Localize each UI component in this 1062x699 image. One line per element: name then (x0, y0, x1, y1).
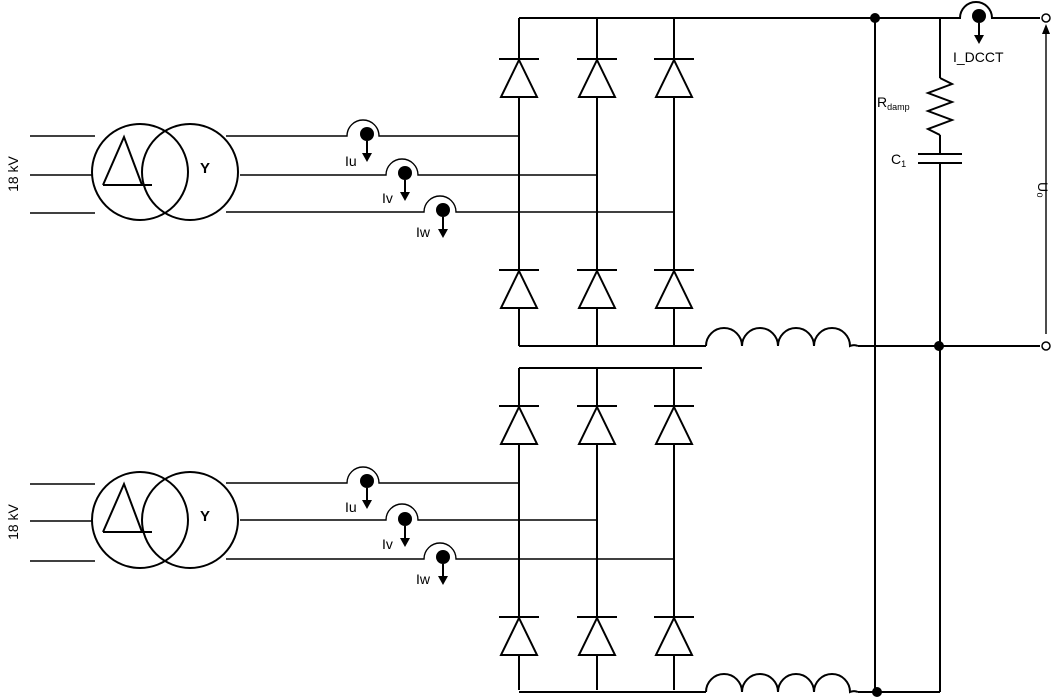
junction-dot (872, 687, 882, 697)
bottom-diode-upper-3 (654, 404, 694, 445)
top-iu-sensor (360, 127, 374, 162)
top-diode-upper-2 (577, 57, 617, 98)
bottom-iu-sensor (360, 474, 374, 509)
iu-top-label: Iu (345, 153, 357, 169)
top-transformer (91, 123, 239, 221)
top-diode-lower-3 (654, 268, 694, 309)
damping-resistor (925, 77, 955, 136)
top-iw-sensor (436, 203, 450, 238)
iu-bottom-label: Iu (345, 499, 357, 515)
bottom-diode-lower-1 (499, 615, 539, 656)
bottom-transformer-secondary-winding (141, 471, 239, 569)
dcct-label: I_DCCT (953, 49, 1004, 65)
output-stage (870, 9, 1051, 697)
bottom-phase-v-line (240, 503, 597, 521)
top-diode-upper-3 (654, 57, 694, 98)
transformer-top-secondary-label: Y (200, 160, 210, 177)
bottom-iv-sensor (398, 512, 412, 547)
top-phase-w-line (226, 195, 675, 213)
dcct-sensor (972, 9, 986, 44)
top-transformer-secondary-winding (141, 123, 239, 221)
output-terminal-positive (1041, 13, 1051, 23)
bottom-iw-sensor (436, 550, 450, 585)
voltage-label-top: 18 kV (5, 155, 21, 191)
bottom-diode-upper-1 (499, 404, 539, 445)
top-inductor (705, 327, 859, 348)
output-terminal-negative (1041, 341, 1051, 351)
iv-bottom-label: Iv (382, 536, 393, 552)
bottom-delta-symbol (102, 481, 143, 533)
iv-top-label: Iv (382, 190, 393, 206)
transformer-bottom-secondary-label: Y (200, 508, 210, 525)
top-bridge (30, 1, 1040, 348)
top-iv-sensor (398, 166, 412, 201)
bottom-bridge (30, 367, 940, 694)
top-diode-lower-2 (577, 268, 617, 309)
top-diode-lower-1 (499, 268, 539, 309)
bottom-diode-lower-3 (654, 615, 694, 656)
bottom-phase-u-line (226, 466, 520, 484)
iw-top-label: Iw (416, 224, 431, 240)
junction-dot (870, 13, 880, 23)
bottom-transformer (91, 471, 239, 569)
bottom-diode-lower-2 (577, 615, 617, 656)
bottom-diode-upper-2 (577, 404, 617, 445)
output-voltage-arrowhead (1042, 24, 1050, 34)
top-phase-v-line (240, 158, 597, 176)
top-phase-u-line (226, 119, 520, 137)
rdamp-label: Rdamp (877, 94, 910, 112)
voltage-label-bottom: 18 kV (5, 503, 21, 539)
top-transformer-primary-winding (91, 123, 189, 221)
output-voltage-label: U₀ (1035, 182, 1051, 198)
bottom-transformer-primary-winding (91, 471, 189, 569)
top-positive-rail (519, 1, 1040, 19)
bottom-phase-w-line (226, 542, 675, 560)
top-diode-upper-1 (499, 57, 539, 98)
c1-label: C1 (891, 151, 906, 169)
bottom-inductor (705, 673, 859, 694)
iw-bottom-label: Iw (416, 571, 431, 587)
top-delta-symbol (102, 134, 143, 186)
